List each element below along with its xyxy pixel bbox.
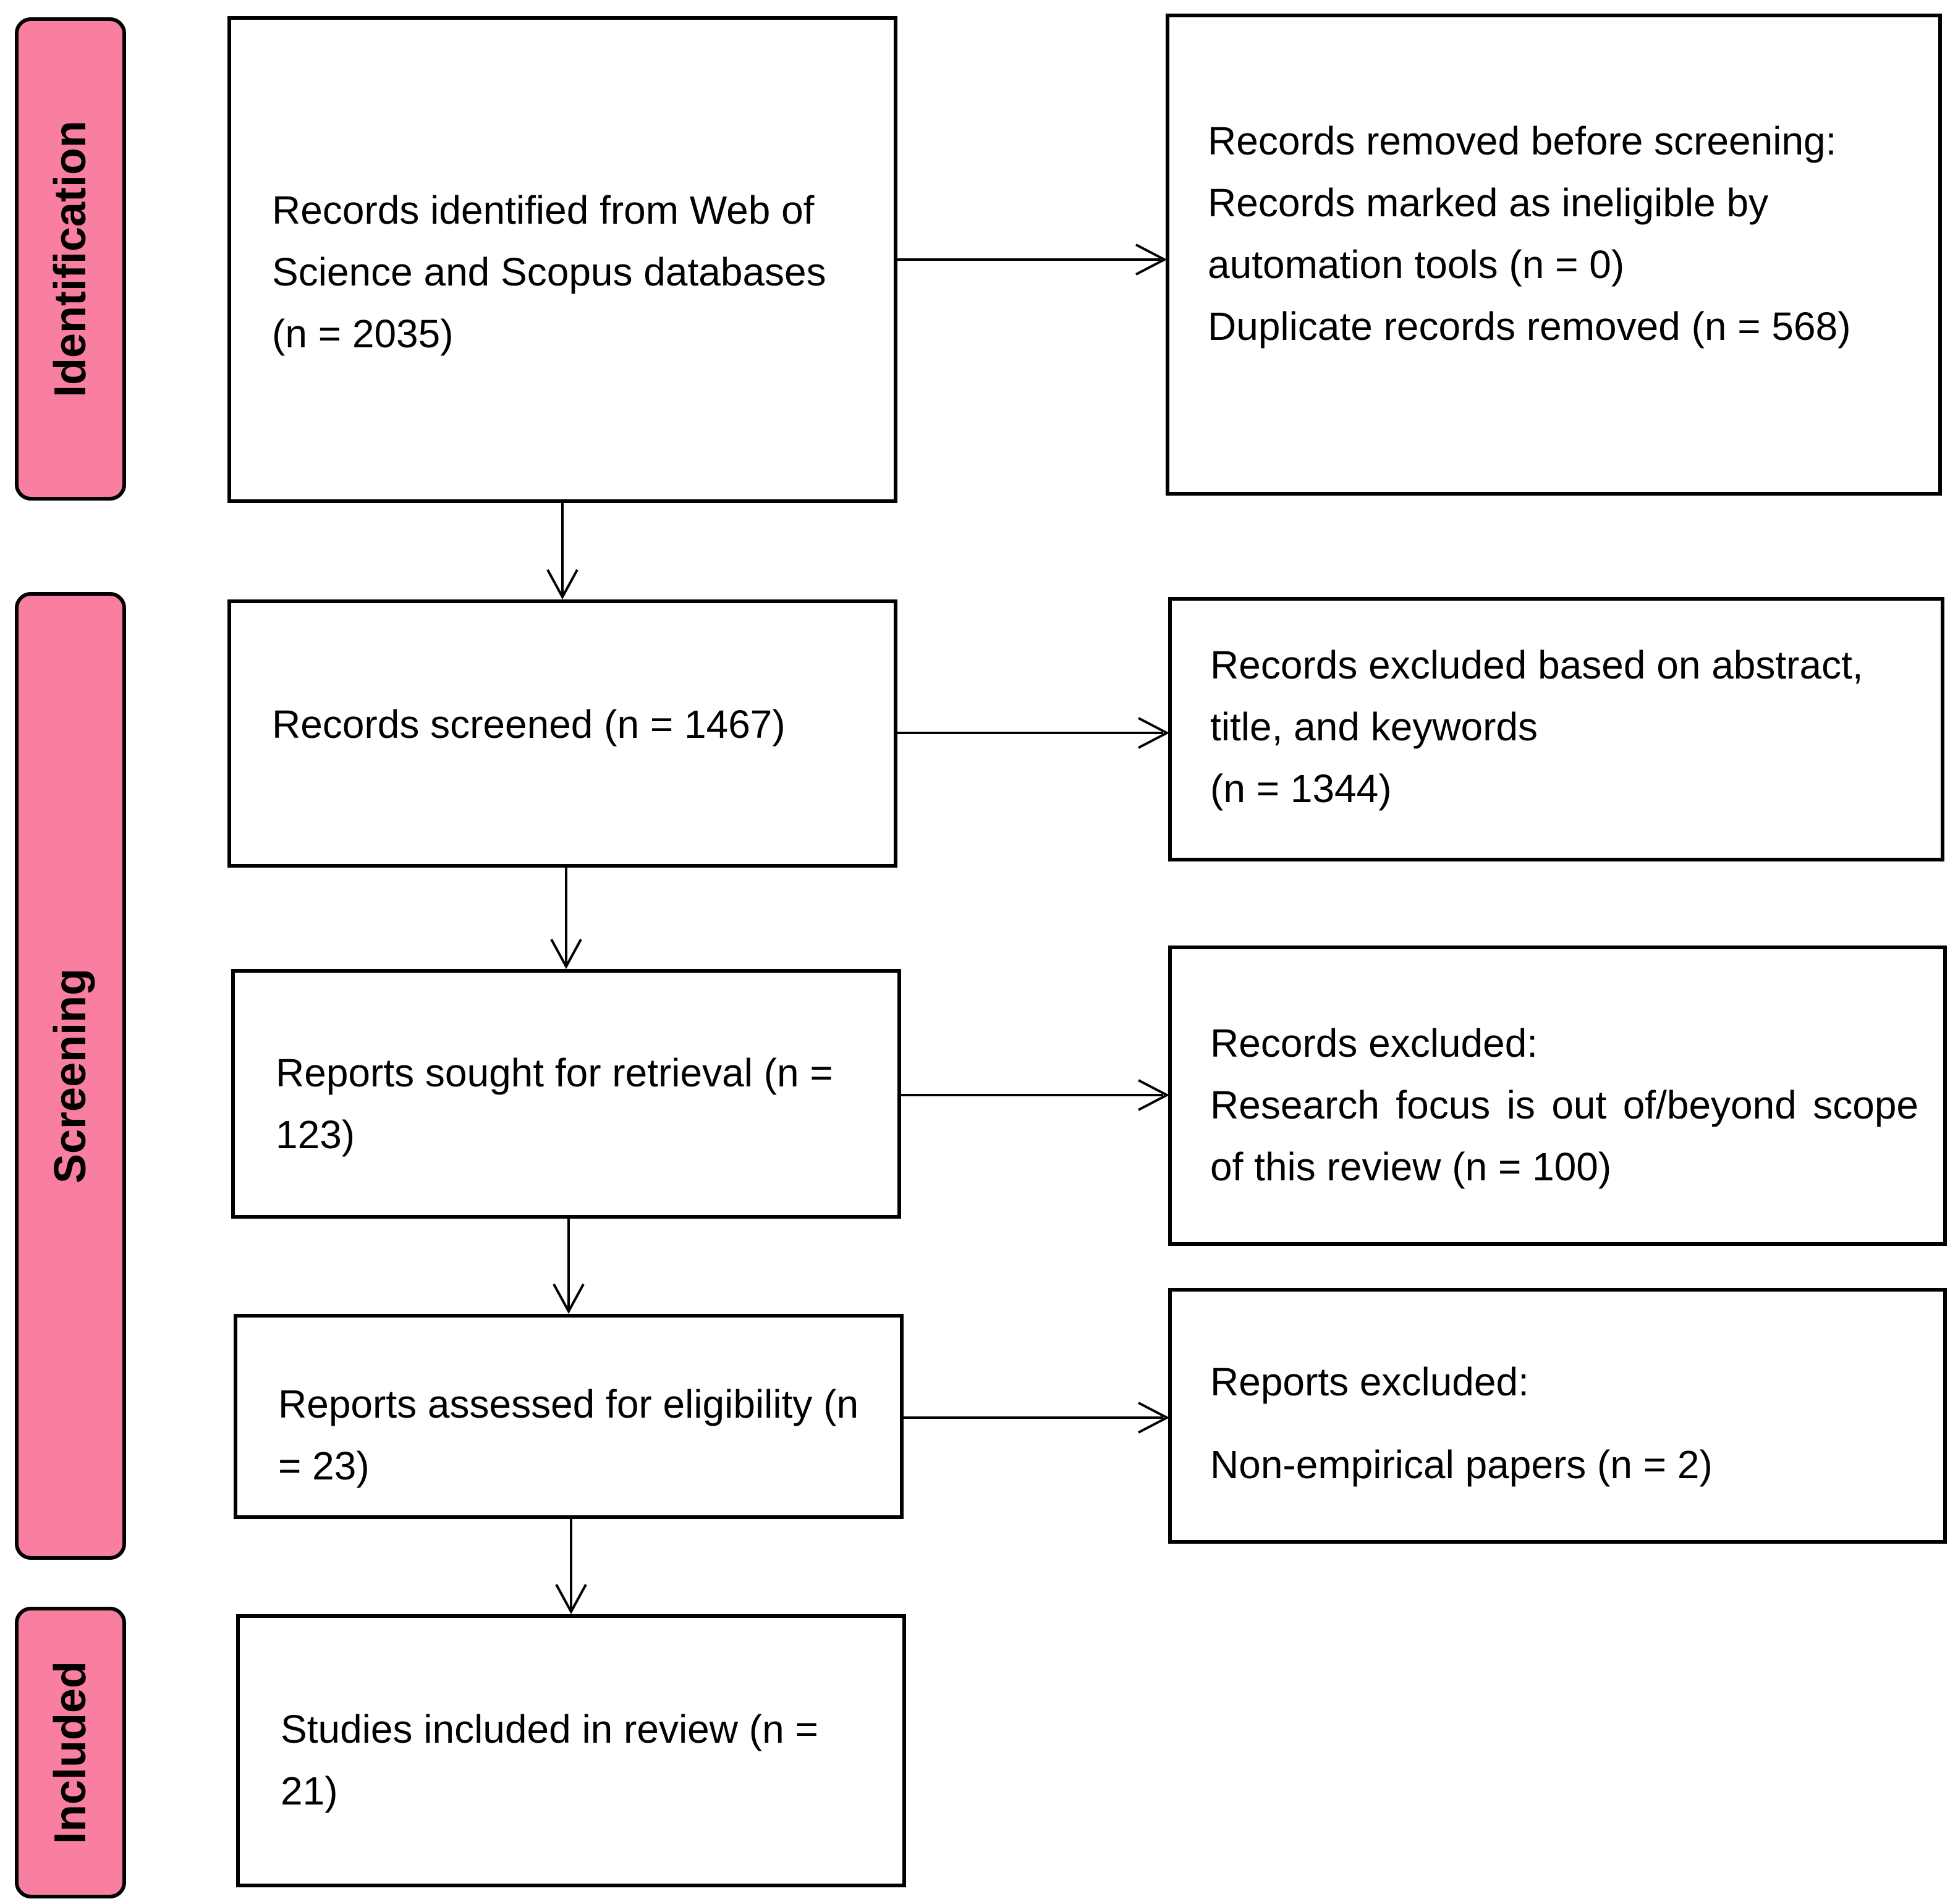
- records-removed-duplicates: Duplicate records removed (n = 568): [1208, 304, 1851, 349]
- reports-assessed-text: Reports assessed for eligibility (n = 23…: [278, 1382, 859, 1488]
- records-removed-box: Records removed before screening: Record…: [1166, 14, 1942, 496]
- studies-included-box: Studies included in review (n = 21): [236, 1614, 906, 1887]
- reports-excluded-box: Reports excluded: Non-empirical papers (…: [1168, 1288, 1947, 1544]
- arrowhead-screened-to-sought: [550, 939, 582, 970]
- reports-sought-box: Reports sought for retrieval (n = 123): [231, 969, 901, 1219]
- records-removed-automation: Records marked as ineligible by automati…: [1208, 180, 1769, 287]
- arrowhead-identified-to-removed: [1135, 243, 1168, 276]
- records-excluded-scope-reason: Research focus is out of/beyond scope of…: [1210, 1083, 1918, 1189]
- reports-excluded-reason: Non-empirical papers (n = 2): [1210, 1442, 1713, 1487]
- records-screened-text: Records screened (n = 1467): [272, 702, 786, 747]
- arrowhead-sought-to-excluded: [1138, 1079, 1170, 1111]
- reports-excluded-heading: Reports excluded:: [1210, 1360, 1529, 1404]
- records-excluded-scope-heading: Records excluded:: [1210, 1021, 1538, 1065]
- records-identified-box: Records identified from Web of Science a…: [227, 16, 897, 503]
- reports-assessed-box: Reports assessed for eligibility (n = 23…: [234, 1314, 904, 1519]
- records-excluded-scope-box: Records excluded: Research focus is out …: [1168, 946, 1947, 1246]
- arrowhead-screened-to-excluded: [1138, 717, 1170, 749]
- stage-tab-included: Included: [15, 1607, 126, 1898]
- reports-sought-text: Reports sought for retrieval (n = 123): [276, 1051, 833, 1157]
- stage-tab-screening: Screening: [15, 592, 126, 1560]
- arrowhead-assessed-to-included: [555, 1584, 587, 1615]
- arrowhead-assessed-to-excluded: [1138, 1402, 1170, 1434]
- arrowhead-sought-to-assessed: [553, 1284, 585, 1314]
- stage-tab-identification: Identification: [15, 17, 126, 501]
- records-excluded-abstract-box: Records excluded based on abstract, titl…: [1168, 597, 1944, 861]
- records-excluded-abstract-count: (n = 1344): [1210, 766, 1392, 811]
- records-screened-box: Records screened (n = 1467): [227, 599, 897, 868]
- records-removed-heading: Records removed before screening:: [1208, 119, 1837, 163]
- studies-included-text: Studies included in review (n = 21): [281, 1707, 818, 1813]
- arrowhead-identified-to-screened: [546, 569, 578, 600]
- records-excluded-abstract-text: Records excluded based on abstract, titl…: [1210, 643, 1863, 749]
- records-identified-text: Records identified from Web of Science a…: [272, 188, 826, 356]
